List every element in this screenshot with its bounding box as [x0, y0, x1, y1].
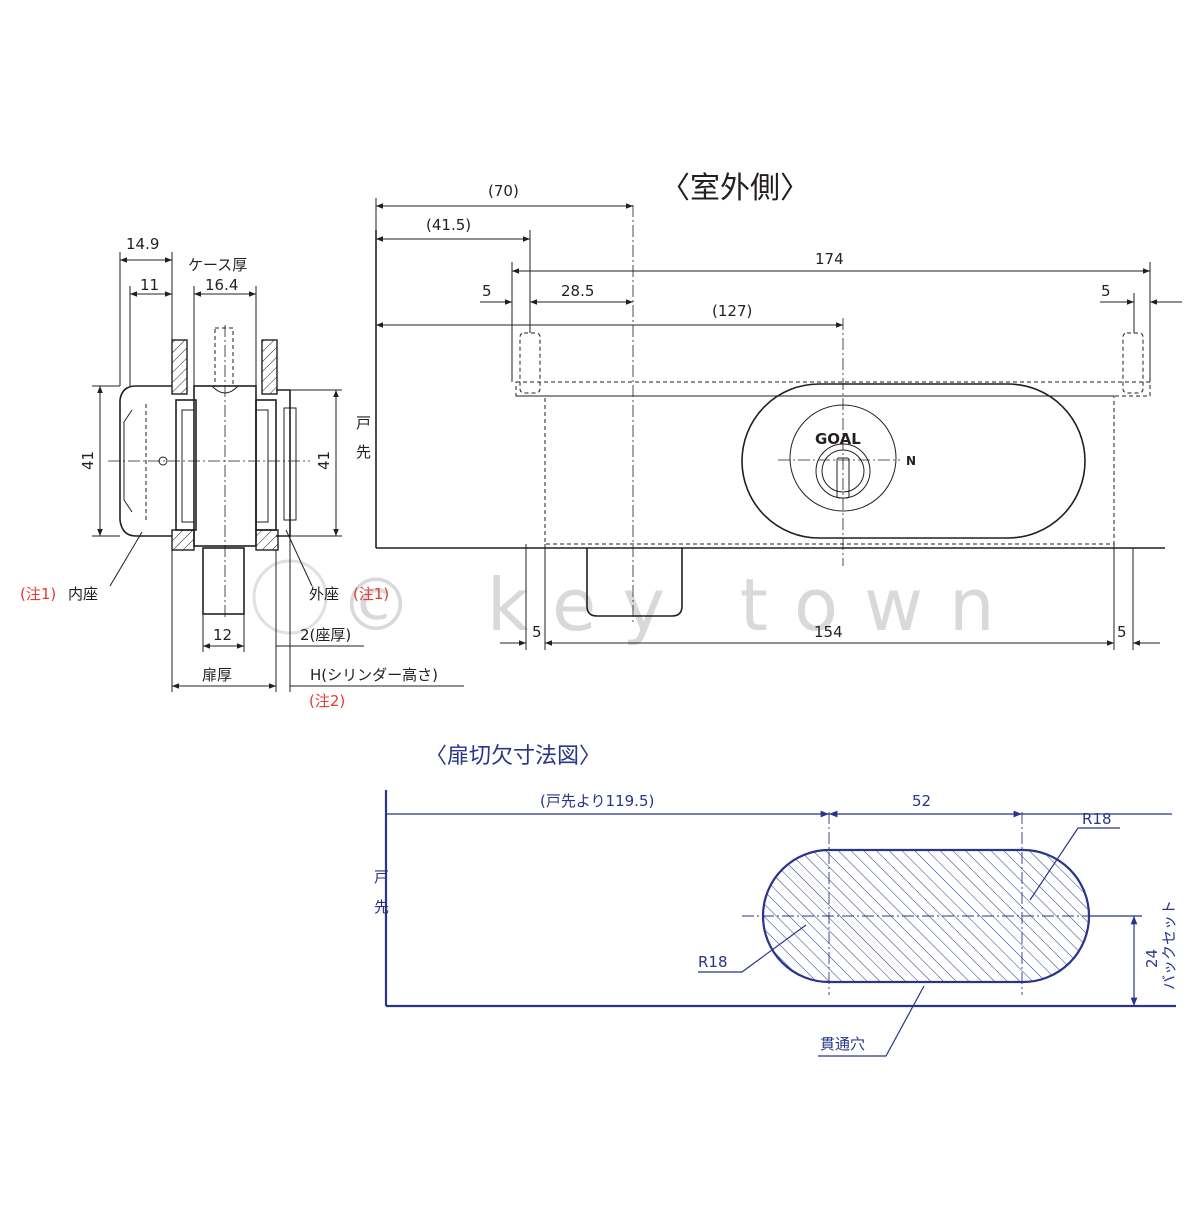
outer-escutcheon: GOAL N — [741, 383, 1086, 539]
inner-seat-note: (注1) — [20, 585, 56, 603]
outer-seat-leader — [285, 529, 313, 587]
door-edge-label: 先 — [374, 898, 389, 916]
deadbolt-side — [202, 547, 245, 615]
outdoor-dimension-lines — [376, 203, 1182, 646]
door-edge-label: 戸 — [356, 414, 371, 432]
outdoor-center-lines — [632, 205, 900, 622]
lock-case-body — [175, 327, 277, 547]
through-hole-leader — [818, 985, 925, 1057]
door-face — [375, 230, 1165, 549]
dim-154: 154 — [814, 623, 843, 641]
door-thickness-label: 扉厚 — [202, 666, 232, 684]
outer-seat-label: 外座 — [309, 585, 339, 603]
deadbolt — [586, 548, 683, 617]
inner-seat-leader — [109, 531, 143, 587]
outer-seat-note: (注1) — [353, 585, 389, 603]
backset-label: バックセット — [1160, 900, 1178, 990]
r18-top-leader — [1029, 827, 1120, 901]
outdoor-view-title: 〈室外側〉 — [660, 171, 810, 206]
dim-11: 11 — [140, 276, 159, 294]
dim-41-left: 41 — [79, 451, 97, 470]
seat-thickness-label: 2(座厚) — [300, 626, 351, 644]
door-edge-label: 先 — [356, 443, 371, 461]
dim-r18-bottom: R18 — [698, 953, 728, 971]
side-dimension-lines — [97, 257, 464, 689]
dim-41-right: 41 — [315, 451, 333, 470]
dim-70: (70) — [488, 182, 519, 200]
outdoor-view: 〈室外側〉 GOAL N — [356, 171, 1182, 650]
dim-12: 12 — [213, 626, 232, 644]
note-2: (注2) — [309, 692, 345, 710]
side-section-view: 14.9 ケース厚 11 16.4 41 41 12 2(座厚) 扉厚 H(シリ… — [20, 235, 464, 710]
dim-5-left: 5 — [482, 282, 492, 300]
dim-24: 24 — [1143, 949, 1161, 968]
lock-case-outline — [515, 332, 1151, 545]
r18-bottom-leader — [698, 924, 807, 973]
watermark: © key town — [252, 559, 1021, 647]
cutout-view-title: 〈扉切欠寸法図〉 — [425, 744, 601, 769]
cylinder-height-label: H(シリンダー高さ) — [310, 666, 438, 684]
outer-seat — [276, 389, 297, 537]
cylinder-brand-logo: GOAL — [815, 430, 861, 448]
dim-127: (127) — [712, 302, 752, 320]
dim-from-edge: (戸先より119.5) — [540, 792, 654, 810]
side-extension-lines — [92, 252, 342, 692]
dim-5-right: 5 — [1101, 282, 1111, 300]
case-thickness-label: ケース厚 — [188, 256, 247, 274]
door-cutout-view: 〈扉切欠寸法図〉 戸 先 (戸先より119.5) 52 R18 R18 24 バ… — [374, 744, 1178, 1057]
watermark-text: © key town — [340, 563, 1021, 647]
dim-14-9: 14.9 — [126, 235, 159, 253]
dim-r18-top: R18 — [1082, 810, 1112, 828]
dim-174: 174 — [815, 250, 844, 268]
dim-41-5: (41.5) — [426, 216, 471, 234]
door-edge-label: 戸 — [374, 868, 389, 886]
dim-5-bottom-left: 5 — [532, 623, 542, 641]
cylinder-mark: N — [906, 454, 916, 468]
through-hole-label: 貫通穴 — [820, 1035, 865, 1053]
dim-28-5: 28.5 — [561, 282, 594, 300]
dim-16-4: 16.4 — [205, 276, 238, 294]
dim-5-bottom-right: 5 — [1117, 623, 1127, 641]
dim-52: 52 — [912, 792, 931, 810]
inner-seat-label: 内座 — [68, 585, 98, 603]
